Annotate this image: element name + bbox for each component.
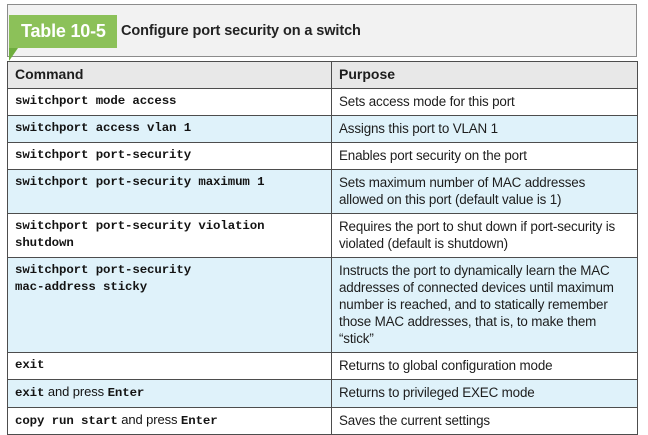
cell-command: switchport mode access: [7, 88, 332, 116]
cell-command: switchport port-security maximum 1: [7, 169, 332, 214]
cell-purpose: Sets access mode for this port: [331, 88, 638, 116]
table-caption: Configure port security on a switch: [121, 23, 361, 39]
cell-purpose: Returns to privileged EXEC mode: [331, 379, 638, 408]
command-prose: and press: [44, 384, 108, 399]
table-number-badge-wrapper: Table 10-5: [9, 15, 117, 48]
cell-command: switchport port-security: [7, 142, 332, 170]
cell-command: exit: [7, 352, 332, 380]
table-row: switchport port-security violation shutd…: [7, 213, 638, 258]
cell-command: copy run start and press Enter: [7, 406, 332, 435]
table-number-badge: Table 10-5: [9, 15, 117, 48]
table-head: Command Purpose: [7, 61, 638, 89]
badge-fold-accent: [9, 48, 18, 61]
cell-purpose: Returns to global configuration mode: [331, 352, 638, 380]
cell-purpose: Assigns this port to VLAN 1: [331, 115, 638, 143]
table-row: switchport port-security mac-address sti…: [7, 257, 638, 353]
cell-command: switchport access vlan 1: [7, 115, 332, 143]
command-prose: and press: [117, 411, 181, 427]
cell-purpose: Sets maximum number of MAC addresses all…: [331, 169, 638, 214]
command-token: Enter: [180, 413, 218, 428]
command-token: copy run start: [15, 413, 118, 428]
column-header-command: Command: [7, 61, 332, 89]
column-header-purpose: Purpose: [331, 61, 638, 89]
cell-purpose: Requires the port to shut down if port-s…: [331, 213, 638, 258]
table-header-row: Command Purpose: [7, 61, 638, 89]
cell-command: exit and press Enter: [7, 379, 332, 408]
cell-command: switchport port-security violation shutd…: [7, 213, 332, 258]
command-token: exit: [15, 386, 45, 400]
cell-purpose: Saves the current settings: [331, 406, 638, 435]
cell-purpose: Instructs the port to dynamically learn …: [331, 257, 638, 353]
table-title-band: Table 10-5 Configure port security on a …: [7, 4, 637, 61]
cell-command: switchport port-security mac-address sti…: [7, 257, 332, 353]
cell-purpose: Enables port security on the port: [331, 142, 638, 170]
command-token: Enter: [107, 386, 145, 400]
